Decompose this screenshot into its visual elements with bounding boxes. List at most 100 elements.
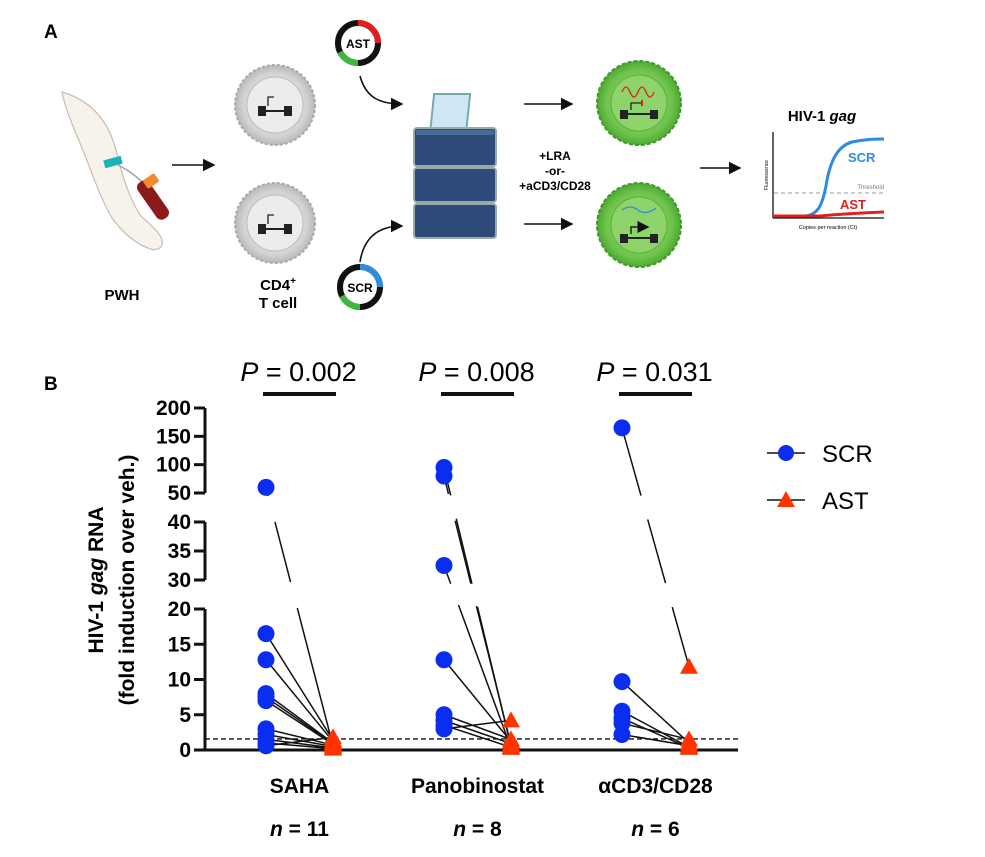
inset-title: HIV-1 gag bbox=[788, 108, 856, 125]
y-tick-label: 10 bbox=[168, 669, 191, 692]
y-tick-label: 5 bbox=[179, 704, 191, 727]
pair-line bbox=[455, 518, 473, 584]
panel-b: B HIV-1 gag RNA (fold induction over veh… bbox=[44, 357, 873, 841]
pair-lines bbox=[265, 427, 690, 750]
p-value-label: P = 0.002 bbox=[240, 357, 356, 387]
pair-line bbox=[265, 659, 334, 743]
y-tick-label: 20 bbox=[168, 598, 191, 621]
pair-line bbox=[646, 519, 667, 584]
inset-ast-curve bbox=[774, 210, 885, 218]
ast-point bbox=[502, 711, 520, 728]
scr-point bbox=[435, 720, 453, 738]
ast-point bbox=[680, 738, 698, 755]
pair-line bbox=[621, 722, 690, 741]
ast-point bbox=[324, 739, 342, 756]
inset-threshold-label: Threshold bbox=[857, 185, 884, 191]
scr-point bbox=[435, 557, 453, 574]
pair-line bbox=[621, 681, 690, 744]
scr-point bbox=[613, 419, 631, 437]
pair-line bbox=[454, 520, 472, 584]
legend-scr-marker bbox=[778, 445, 794, 461]
inset-ast-label: AST bbox=[840, 197, 866, 212]
y-tick-label: 100 bbox=[156, 454, 191, 477]
inset-xlabel: Copies per reaction (Ct) bbox=[799, 225, 858, 231]
inset-scr-curve bbox=[774, 137, 885, 218]
group-labels: SAHA n = 11 Panobinostat n = 8 αCD3/CD28 n = … bbox=[270, 775, 713, 841]
pair-line bbox=[265, 692, 334, 744]
legend-scr-label: SCR bbox=[822, 441, 873, 468]
ast-plasmid-label: AST bbox=[346, 37, 371, 51]
stats-annotations: P = 0.002 P = 0.008 P = 0.031 bbox=[240, 357, 713, 396]
y-axis-subtitle: (fold induction over veh.) bbox=[116, 455, 139, 706]
p-value-label: P = 0.031 bbox=[596, 357, 712, 387]
scr-plasmid-icon: SCR bbox=[337, 264, 383, 311]
n-label: n = 11 bbox=[270, 818, 329, 841]
pair-line bbox=[274, 521, 292, 583]
t-cell-label: T cell bbox=[259, 295, 297, 312]
pair-line bbox=[443, 719, 512, 730]
pair-line bbox=[443, 719, 512, 745]
y-axis-title: HIV-1 gag RNA bbox=[85, 506, 108, 653]
pair-line bbox=[265, 696, 334, 745]
scr-plasmid-label: SCR bbox=[347, 281, 373, 295]
ast-point bbox=[680, 657, 698, 674]
ast-plasmid-icon: AST bbox=[335, 20, 381, 67]
pair-line bbox=[265, 738, 334, 749]
y-tick-label: 30 bbox=[168, 569, 191, 592]
scr-point bbox=[257, 625, 275, 643]
n-label: n = 8 bbox=[453, 818, 502, 841]
pair-line bbox=[265, 633, 334, 741]
arrow-ast-to-device bbox=[359, 75, 404, 111]
legend-ast-label: AST bbox=[822, 488, 869, 515]
group-label: Panobinostat bbox=[411, 775, 544, 798]
pair-line bbox=[621, 710, 690, 748]
pair-line bbox=[443, 714, 512, 741]
pwh-label: PWH bbox=[105, 287, 140, 304]
pair-line bbox=[621, 717, 690, 749]
green-cell-scr-icon bbox=[596, 182, 682, 268]
pair-line bbox=[443, 659, 512, 743]
group-label: αCD3/CD28 bbox=[598, 775, 713, 798]
scr-point bbox=[613, 725, 631, 743]
y-tick-label: 35 bbox=[168, 540, 192, 563]
pair-line bbox=[265, 733, 334, 748]
qpcr-inset: HIV-1 gag Threshold SCR AST Fluorescence… bbox=[764, 108, 885, 231]
y-tick-label: 15 bbox=[168, 633, 192, 656]
y-tick-label: 50 bbox=[168, 482, 191, 505]
arm-blood-draw-icon bbox=[61, 91, 169, 251]
scr-point bbox=[613, 673, 631, 691]
cd4-label: CD4+ bbox=[260, 276, 296, 294]
n-label: n = 6 bbox=[631, 818, 679, 841]
pair-line bbox=[457, 604, 512, 749]
pair-line bbox=[443, 724, 512, 748]
legend-item-scr: SCR bbox=[767, 441, 873, 468]
pair-line bbox=[621, 427, 642, 496]
treatment-line-2: -or- bbox=[545, 164, 565, 178]
pair-line bbox=[671, 606, 690, 668]
pair-line bbox=[265, 700, 334, 745]
legend: SCR AST bbox=[767, 441, 873, 515]
scr-point bbox=[435, 467, 453, 485]
cd4-cell-bottom-icon bbox=[234, 182, 316, 264]
legend-item-ast: AST bbox=[767, 488, 869, 515]
panel-a-label: A bbox=[44, 22, 58, 43]
pair-line bbox=[621, 733, 690, 747]
y-tick-label: 200 bbox=[156, 397, 191, 420]
scr-point bbox=[257, 651, 275, 669]
legend-ast-marker bbox=[777, 491, 795, 507]
green-cell-ast-icon bbox=[596, 60, 682, 146]
cd4-cell-top-icon bbox=[234, 64, 316, 146]
arrow-scr-to-device bbox=[359, 219, 404, 263]
group-label: SAHA bbox=[270, 775, 330, 798]
panel-b-label: B bbox=[44, 374, 58, 395]
scr-point bbox=[257, 478, 275, 496]
pair-line bbox=[296, 607, 334, 746]
ast-point bbox=[502, 738, 520, 755]
pair-line bbox=[265, 728, 334, 746]
scr-point bbox=[435, 651, 453, 669]
p-value-label: P = 0.008 bbox=[418, 357, 534, 387]
inset-ylabel: Fluorescence bbox=[764, 160, 770, 190]
y-tick-label: 150 bbox=[156, 425, 191, 448]
treatment-line-1: +LRA bbox=[539, 149, 571, 163]
